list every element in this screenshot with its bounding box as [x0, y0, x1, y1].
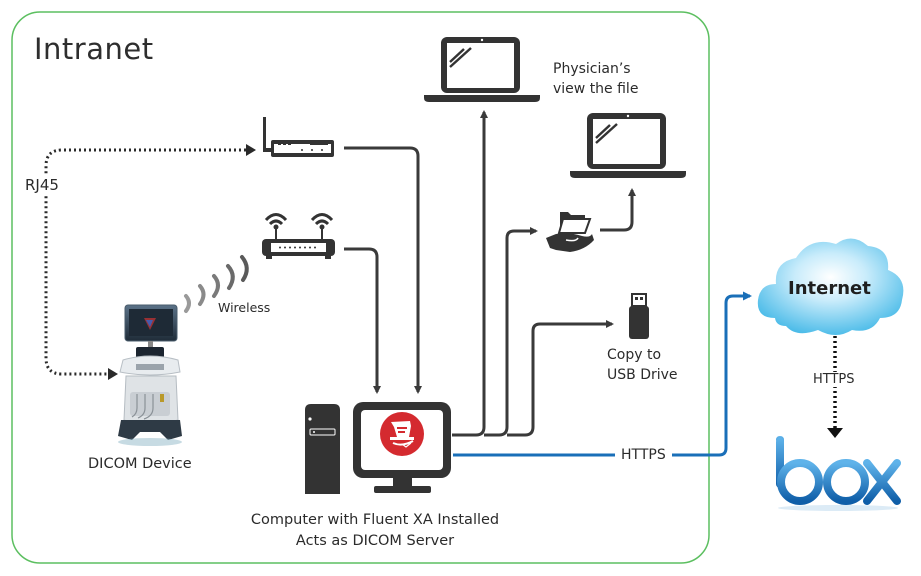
rj45-label: RJ45 [23, 176, 61, 194]
usb-drive-label: Copy to USB Drive [607, 345, 678, 385]
folder-in-hand-icon[interactable] [546, 212, 594, 252]
physician-label-line2: view the file [553, 81, 639, 97]
internet-label: Internet [788, 278, 871, 299]
computer-label-line2: Acts as DICOM Server [295, 533, 455, 549]
wired-router-icon[interactable] [263, 117, 334, 157]
computer-to-folder-line [484, 227, 538, 437]
usb-label-line1: Copy to [607, 347, 662, 363]
wireless-label: Wireless [218, 300, 271, 315]
physician-label: Physician’s view the file [553, 59, 638, 99]
wifi-router-icon[interactable] [262, 213, 335, 260]
wired-router-to-computer-line [344, 146, 422, 394]
box-logo-icon[interactable] [776, 436, 901, 511]
dicom-device-label: DICOM Device [88, 456, 192, 472]
computer-to-laptop-line [452, 110, 488, 437]
usb-label-line2: USB Drive [607, 367, 678, 383]
https-connection-line [453, 291, 752, 457]
wireless-signal-icon [184, 255, 249, 313]
computer-to-usb-line [507, 320, 614, 437]
arrow-to-box-icon [827, 428, 843, 438]
https-cloud-label: HTTPS [811, 372, 857, 387]
intranet-zone-border [11, 11, 710, 564]
computer-tower-icon[interactable] [305, 404, 340, 494]
computer-label-line1: Computer with Fluent XA Installed [250, 512, 500, 528]
ultrasound-cart-icon[interactable] [118, 304, 182, 446]
folder-to-laptop-line [600, 188, 636, 232]
usb-drive-icon[interactable] [629, 293, 649, 339]
computer-label: Computer with Fluent XA Installed Acts a… [200, 510, 550, 552]
fluent-xa-logo-icon [380, 412, 424, 456]
internet-cloud-icon[interactable] [757, 238, 904, 335]
arrow-to-dicom-icon [108, 368, 118, 380]
arrow-to-router-icon [246, 144, 256, 156]
wifi-router-to-computer-line [344, 247, 381, 394]
rj45-connection [44, 148, 246, 376]
laptop-shared-icon[interactable] [570, 113, 686, 178]
laptop-physician-icon[interactable] [424, 37, 540, 102]
intranet-zone-title: Intranet [34, 32, 154, 66]
physician-label-line1: Physician’s [553, 61, 631, 77]
https-outbound-label: HTTPS [615, 447, 672, 463]
